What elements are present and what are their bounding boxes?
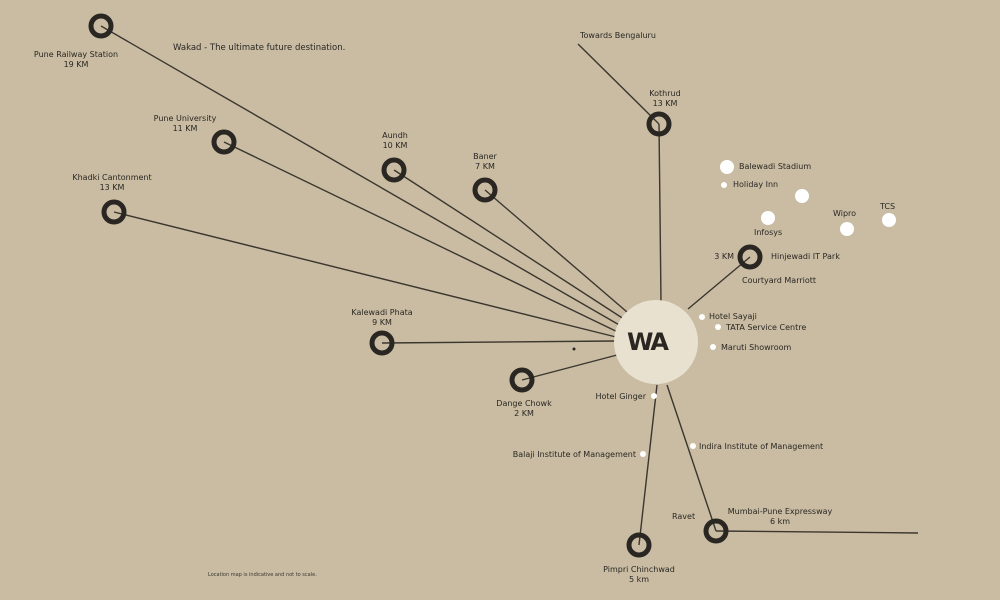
landmark-courtyard-marriott: Courtyard Marriott (742, 276, 817, 285)
route-line-pimpri-chinchwad (638, 384, 658, 546)
landmark-dot-wipro (840, 222, 854, 236)
label-pimpri-chinchwad: Pimpri Chinchwad 5 km (594, 565, 684, 585)
label-hinjewadi-it-park: Hinjewadi IT Park (771, 252, 840, 262)
landmark-wipro: Wipro (833, 209, 857, 218)
route-line-kothrud (658, 123, 662, 303)
towards-bengaluru-label: Towards Bengaluru (580, 31, 656, 40)
ring-marker-dange-chowk (509, 367, 535, 393)
route-line-pune-railway-station (100, 25, 629, 331)
destination-name: Khadki Cantonment (72, 173, 152, 182)
destination-name: Pimpri Chinchwad (603, 565, 675, 574)
label-aundh: Aundh 10 KM (370, 131, 420, 151)
map-tagline: Wakad - The ultimate future destination. (173, 43, 346, 53)
ring-marker-aundh (381, 157, 407, 183)
destination-distance: 10 KM (382, 141, 408, 150)
ring-marker-pimpri-chinchwad (626, 532, 652, 558)
landmark-dot-holiday-inn (721, 182, 727, 188)
landmark-dot-maruti (710, 344, 716, 350)
route-line-hinjewadi (687, 256, 751, 310)
destination-distance: 13 KM (652, 99, 678, 108)
label-kothrud: Kothrud 13 KM (640, 89, 690, 109)
label-pune-railway-station: Pune Railway Station 19 KM (26, 50, 126, 70)
landmark-indira-institute: Indira Institute of Management (699, 442, 824, 451)
destination-distance: 7 KM (475, 162, 495, 171)
landmark-dot-indira (690, 443, 696, 449)
ring-marker-kalewadi-phata (369, 330, 395, 356)
wakad-logo: WA (627, 328, 669, 356)
destination-name: Aundh (382, 131, 408, 140)
route-line-mumbai-pune-expressway (666, 384, 717, 532)
destination-distance: 3 KM (714, 252, 734, 261)
label-khadki-cantonment: Khadki Cantonment 13 KM (62, 173, 162, 193)
label-baner: Baner 7 KM (465, 152, 505, 172)
landmark-infosys: Infosys (754, 228, 783, 237)
label-dange-chowk: Dange Chowk 2 KM (486, 399, 562, 419)
landmark-dot-tata-service (715, 324, 721, 330)
map-disclaimer: Location map is indicative and not to sc… (208, 572, 317, 578)
landmark-hotel-ginger: Hotel Ginger (595, 392, 646, 401)
wakad-center-disc (614, 300, 698, 384)
landmark-dot-courtyard (795, 189, 809, 203)
destination-distance: 2 KM (514, 409, 534, 418)
ring-marker-hinjewadi (737, 244, 763, 270)
landmark-dot-infosys (761, 211, 775, 225)
destination-name: Baner (473, 152, 497, 161)
landmark-dot-hotel-sayaji (699, 314, 705, 320)
destination-distance: 11 KM (172, 124, 198, 133)
label-kalewadi-phata: Kalewadi Phata 9 KM (342, 308, 422, 328)
landmark-ravet: Ravet (672, 512, 696, 521)
route-line-kalewadi-phata (381, 340, 616, 344)
ring-marker-pune-railway-station (88, 13, 114, 39)
landmark-dot-hotel-ginger (651, 393, 657, 399)
destination-distance: 19 KM (63, 60, 89, 69)
destination-name: Mumbai-Pune Expressway (727, 507, 833, 516)
landmark-tcs: TCS (880, 202, 896, 211)
destination-distance: 5 km (628, 575, 650, 584)
small-marker-dot (572, 347, 576, 351)
landmark-dot-balewadi-stadium (720, 160, 734, 174)
landmark-balaji-institute: Balaji Institute of Management (512, 450, 636, 459)
route-line-pune-university (223, 141, 627, 337)
landmark-tata-service-centre: TATA Service Centre (726, 323, 807, 332)
landmark-maruti-showroom: Maruti Showroom (721, 343, 792, 352)
landmark-balewadi-stadium: Balewadi Stadium (739, 162, 812, 171)
label-pune-university: Pune University 11 KM (145, 114, 225, 134)
route-line-dange-chowk (521, 354, 618, 381)
route-line-expressway-extension (715, 530, 919, 534)
route-line-aundh (393, 169, 631, 324)
destination-name: Hinjewadi IT Park (771, 252, 840, 261)
route-line-towards-bengaluru (577, 43, 660, 125)
route-line-khadki-cantonment (113, 211, 621, 339)
ring-marker-pune-university (211, 129, 237, 155)
destination-name: Kalewadi Phata (351, 308, 413, 317)
destination-distance: 6 km (769, 517, 791, 526)
ring-marker-mumbai-pune-expressway (703, 518, 729, 544)
destination-name: Dange Chowk (496, 399, 552, 408)
destination-name: Pune Railway Station (33, 50, 119, 59)
destination-name: Kothrud (649, 89, 681, 98)
landmark-hotel-sayaji: Hotel Sayaji (709, 312, 757, 321)
destination-distance: 9 KM (372, 318, 392, 327)
destination-distance: 13 KM (99, 183, 125, 192)
label-hinjewadi-distance: 3 KM (704, 252, 734, 262)
ring-marker-kothrud (646, 111, 672, 137)
label-mumbai-pune-expressway: Mumbai-Pune Expressway 6 km (720, 507, 840, 527)
ring-marker-baner (472, 177, 498, 203)
landmark-dot-balaji (640, 451, 646, 457)
landmark-dot-tcs (882, 213, 896, 227)
route-line-baner (484, 189, 635, 319)
destination-name: Pune University (153, 114, 217, 123)
ring-marker-khadki-cantonment (101, 199, 127, 225)
landmark-holiday-inn: Holiday Inn (733, 180, 779, 189)
